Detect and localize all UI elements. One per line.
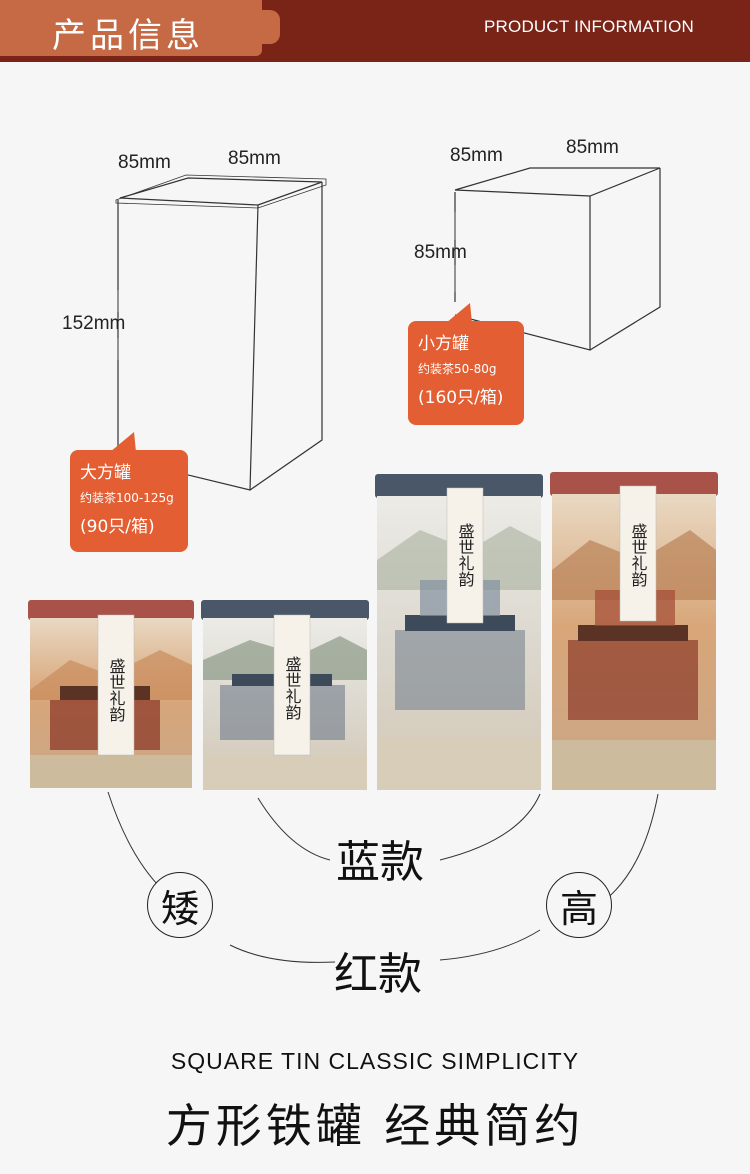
tins-illustration: 盛世礼韵 盛世礼韵 盛世礼韵 盛世礼韵 [28, 472, 718, 790]
small-tin-height-label: 85mm [414, 242, 467, 263]
blue-style-label: 蓝款 [336, 837, 424, 888]
large-callout-pointer [110, 432, 136, 452]
large-tin-width-label: 85mm [228, 148, 281, 169]
tall-red-tin-label: 盛世礼韵 [629, 523, 648, 588]
tall-blue-tin-label: 盛世礼韵 [456, 523, 475, 588]
small-tin-callout: 小方罐 约装茶50-80g (160只/箱) [408, 321, 524, 425]
small-callout-pointer [446, 303, 472, 323]
short-blue-tin-label: 盛世礼韵 [283, 656, 302, 721]
large-tin-outline [115, 174, 327, 491]
large-tin-name: 大方罐 [80, 463, 131, 483]
short-blue-tin: 盛世礼韵 [201, 600, 369, 790]
short-red-tin: 盛世礼韵 [28, 600, 194, 788]
tall-size-badge: 高 [546, 872, 612, 938]
short-size-badge: 矮 [147, 872, 213, 938]
header-title-cn: 产品信息 [52, 16, 204, 56]
large-tin-pack: (90只/箱) [80, 517, 155, 537]
footer-tagline-cn: 方形铁罐 经典简约 [165, 1099, 585, 1153]
small-tin-pack: (160只/箱) [418, 388, 504, 408]
small-tin-name: 小方罐 [418, 334, 469, 354]
small-tin-width-label: 85mm [566, 137, 619, 158]
small-tin-capacity: 约装茶50-80g [418, 362, 497, 376]
header-title-en: PRODUCT INFORMATION [484, 17, 694, 36]
footer-tagline-en: SQUARE TIN CLASSIC SIMPLICITY [170, 1048, 580, 1074]
tall-size-label: 高 [559, 886, 598, 931]
short-red-tin-label: 盛世礼韵 [107, 658, 126, 723]
large-tin-capacity: 约装茶100-125g [80, 491, 174, 505]
large-tin-callout: 大方罐 约装茶100-125g (90只/箱) [70, 450, 188, 552]
tall-blue-tin: 盛世礼韵 [375, 474, 543, 790]
tall-red-tin: 盛世礼韵 [550, 472, 718, 790]
header-tab [0, 0, 280, 56]
large-tin-depth-label: 85mm [118, 152, 171, 173]
large-tin-height-label: 152mm [62, 313, 126, 334]
red-style-label: 红款 [334, 949, 422, 1000]
short-size-label: 矮 [160, 886, 199, 931]
small-tin-depth-label: 85mm [450, 145, 503, 166]
